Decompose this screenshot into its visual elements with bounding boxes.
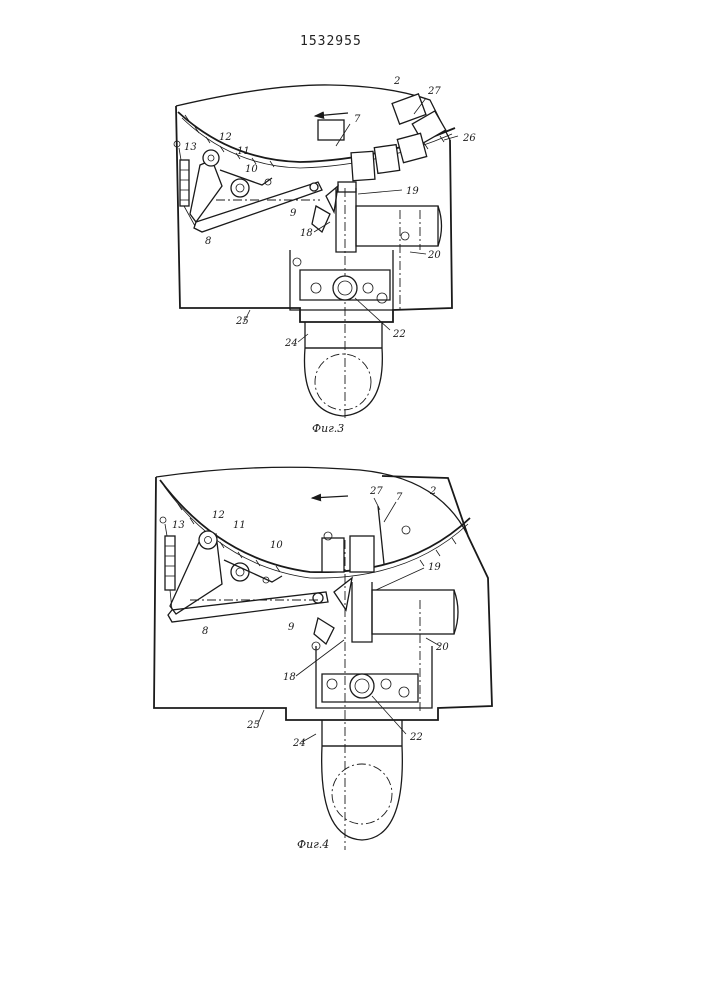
svg-text:8: 8 [205,236,211,247]
fig4-labels: 2 7 8 9 10 11 12 13 18 19 20 22 24 25 27 [172,486,449,749]
svg-text:11: 11 [237,146,250,157]
svg-text:26: 26 [462,133,476,144]
svg-text:27: 27 [427,86,441,97]
bolt-22 [333,276,357,300]
svg-text:19: 19 [428,562,441,573]
svg-text:9: 9 [288,622,295,633]
svg-text:18: 18 [283,672,296,683]
caption-fig3: Фиг.3 [312,422,344,435]
svg-text:13: 13 [184,142,197,153]
svg-text:2: 2 [393,76,400,87]
lower-housing-24 [322,720,403,840]
roller-11 [231,179,249,197]
svg-text:10: 10 [245,164,258,175]
figure-4: 2 7 8 9 10 11 12 13 18 19 20 22 24 25 27 [154,467,492,851]
bricks-27 [318,94,446,192]
cylinder-20 [372,590,454,634]
svg-text:24: 24 [284,338,298,349]
roller-11 [231,563,249,581]
svg-text:12: 12 [212,510,225,521]
svg-text:10: 10 [270,540,283,551]
svg-text:12: 12 [219,132,232,143]
svg-text:19: 19 [406,186,419,197]
fig4-leaders [258,498,440,742]
svg-text:24: 24 [292,738,306,749]
pin-9 [313,593,323,603]
svg-text:27: 27 [369,486,383,497]
svg-text:22: 22 [409,732,423,743]
pivot-12 [203,150,219,166]
svg-text:25: 25 [235,316,249,327]
lever-8 [194,182,322,232]
svg-text:20: 20 [427,250,441,261]
lower-housing-24 [304,322,382,416]
svg-text:7: 7 [396,492,403,503]
svg-text:20: 20 [435,642,449,653]
cylinder-20 [356,206,438,246]
plunger-19 [352,582,372,642]
svg-text:11: 11 [233,520,246,531]
figure-3: 2 7 8 9 10 11 12 13 18 19 20 22 24 25 26… [174,76,476,435]
svg-text:18: 18 [300,228,313,239]
svg-text:2: 2 [429,486,436,497]
svg-text:22: 22 [392,329,406,340]
caption-fig4: Фиг.4 [297,838,329,851]
svg-text:25: 25 [246,720,260,731]
guide-27 [378,506,384,564]
svg-text:7: 7 [354,114,361,125]
plunger-19 [336,188,356,252]
drum-arc [160,480,470,572]
svg-text:8: 8 [202,626,208,637]
svg-text:13: 13 [172,520,185,531]
svg-text:9: 9 [290,208,297,219]
bricks-27 [322,536,374,572]
bolt-22 [350,674,374,698]
lever-8 [168,592,328,622]
pivot-12 [199,531,217,549]
pin-9 [310,183,318,191]
